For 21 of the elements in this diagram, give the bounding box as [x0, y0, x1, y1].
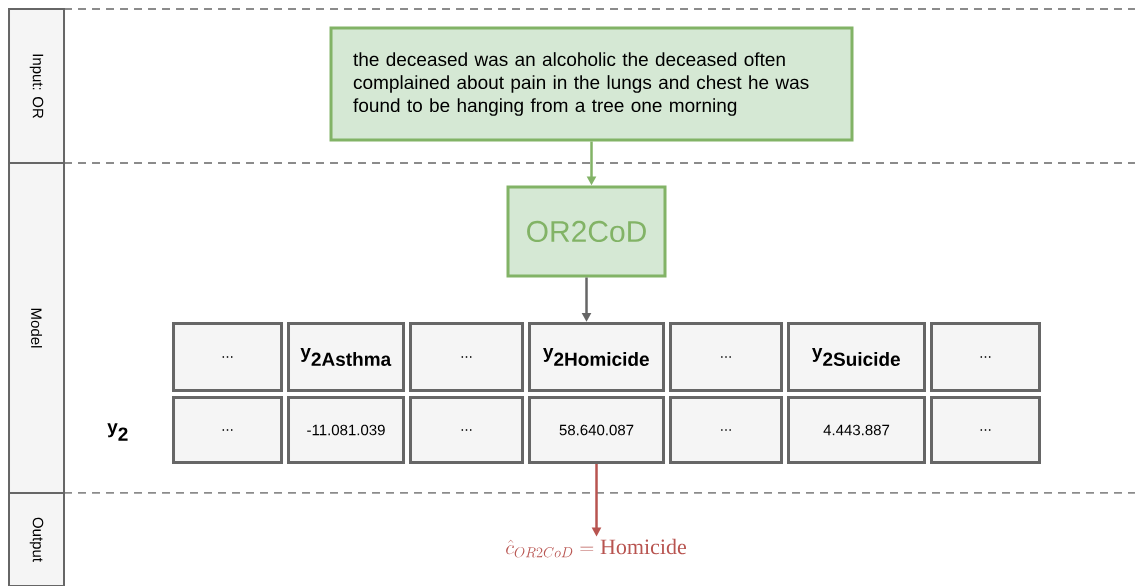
- table-cell: 58.640.087: [528, 396, 665, 464]
- table-cell: -11.081.039: [287, 396, 405, 464]
- table-cell: ...: [409, 322, 524, 392]
- table-cell: ...: [930, 396, 1041, 464]
- model-box: OR2CoD: [506, 185, 667, 278]
- table-cell: ...: [409, 396, 524, 464]
- table-cell: ...: [172, 396, 283, 464]
- text-box: the deceased was an alcoholic the deceased often complained about pain in the lungs and chest he was found to be hanging from a tree one morning: [329, 26, 854, 142]
- lane-header: Output: [8, 492, 65, 586]
- table-cell: $\textbf{y}_{\textbf{2Homicide}}$: [528, 322, 665, 392]
- table-cell: $\textbf{y}_{\textbf{2Asthma}}$: [287, 322, 405, 392]
- node-label: Output: [29, 517, 44, 562]
- table-cell: ...: [669, 322, 783, 392]
- table-cell: 4.443.887: [787, 396, 926, 464]
- table-cell: ...: [172, 322, 283, 392]
- table-cell: ...: [669, 396, 783, 464]
- row-label: $\textbf{y}_{\textbf{2}}$: [107, 423, 128, 441]
- table-cell: $\textbf{y}_{\textbf{2Suicide}}$: [787, 322, 926, 392]
- table-cell: ...: [930, 322, 1041, 392]
- result-formula: $\hat{c}_{OR2CoD} = \mathrm{Homicide}$: [506, 538, 686, 558]
- lane-header: Input: OR: [8, 8, 65, 164]
